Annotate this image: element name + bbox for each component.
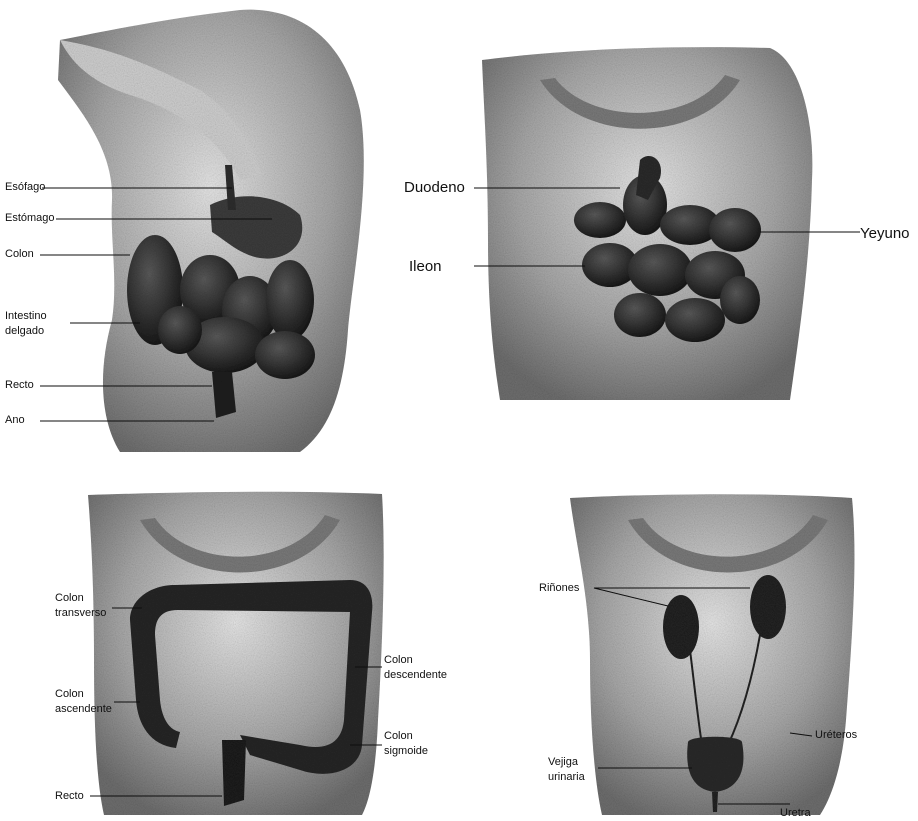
panel-large-intestine: [88, 492, 384, 815]
label-intestino-line1: Intestino: [5, 310, 47, 323]
label-recto-colon: Recto: [55, 790, 84, 803]
rectum-organ: [212, 372, 236, 418]
rectum-organ: [222, 740, 246, 806]
right-kidney: [750, 575, 786, 639]
urethra-organ: [712, 792, 718, 812]
label-ureteros: Uréteros: [815, 729, 857, 742]
label-ileon: Ileon: [409, 258, 442, 275]
label-colon-transverso-line1: Colon: [55, 592, 84, 605]
label-ano: Ano: [5, 414, 25, 427]
label-duodeno: Duodeno: [404, 179, 465, 196]
label-rinones: Riñones: [539, 582, 579, 595]
label-recto: Recto: [5, 379, 34, 392]
panel-small-intestine: [474, 47, 860, 400]
panel-digestive-overview: [40, 10, 364, 452]
label-colon-ascendente-line2: ascendente: [55, 703, 112, 716]
label-colon-sigmoide-line2: sigmoide: [384, 745, 428, 758]
label-intestino-line2: delgado: [5, 325, 44, 338]
label-yeyuno: Yeyuno: [860, 225, 910, 242]
label-colon-sigmoide-line1: Colon: [384, 730, 413, 743]
label-vejiga-line2: urinaria: [548, 771, 585, 784]
label-colon-transverso-line2: transverso: [55, 607, 106, 620]
label-colon-descendente-line2: descendente: [384, 669, 447, 682]
label-colon: Colon: [5, 248, 34, 261]
panel-urinary-system: [570, 494, 854, 815]
label-vejiga-line1: Vejiga: [548, 756, 578, 769]
left-kidney: [663, 595, 699, 659]
label-colon-descendente-line1: Colon: [384, 654, 413, 667]
label-estomago: Estómago: [5, 212, 55, 225]
label-uretra: Uretra: [780, 807, 811, 820]
label-colon-ascendente-line1: Colon: [55, 688, 84, 701]
label-esofago: Esófago: [5, 181, 45, 194]
